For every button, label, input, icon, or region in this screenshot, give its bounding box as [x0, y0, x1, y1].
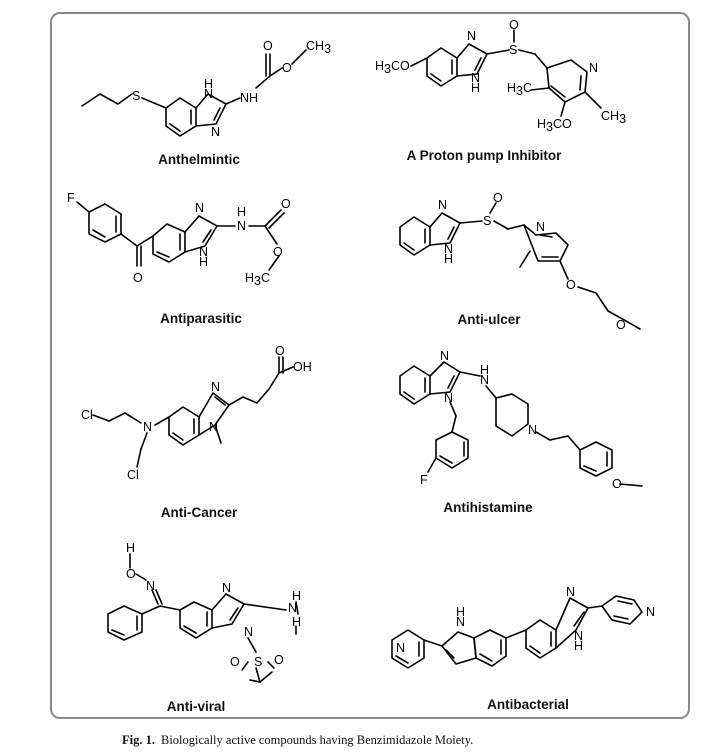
atom-F: F [67, 191, 75, 205]
atom-H: H [199, 255, 208, 269]
atom-H: H [237, 205, 246, 219]
atom-F: F [420, 473, 428, 487]
structure-anti-viral: H O N N N H N H O S O [107, 541, 301, 683]
atom-H: H [444, 252, 453, 266]
atom-O: O [273, 245, 283, 259]
atom-Cl: Cl [127, 468, 139, 482]
atom-H: H [292, 615, 301, 629]
atom-N: N [467, 29, 476, 43]
structure-antibacterial: N N H N N N H [391, 585, 655, 669]
atom-N: N [574, 629, 583, 643]
atom-N: N [444, 242, 453, 256]
atom-NH: NH [240, 91, 258, 105]
atom-O: O [282, 61, 292, 75]
atom-O: O [281, 197, 291, 211]
atom-H3C: H3C [245, 271, 270, 288]
atom-O: O [230, 655, 240, 669]
atom-O: O [612, 477, 622, 491]
atom-N: N [199, 245, 208, 259]
label-antibacterial: Antibacterial [487, 697, 569, 712]
atom-N: N [471, 71, 480, 85]
atom-N: N [646, 605, 655, 619]
atom-N: N [444, 391, 453, 405]
atom-H3CO: H3CO [537, 117, 572, 134]
atom-O: O [274, 653, 284, 667]
atom-N: N [211, 380, 220, 394]
atom-H: H [480, 363, 489, 377]
label-proton-pump-inhibitor: A Proton pump Inhibitor [406, 148, 562, 163]
label-anti-ulcer: Anti-ulcer [457, 312, 521, 327]
atom-O: O [263, 39, 273, 53]
atom-N: N [211, 125, 220, 139]
atom-N: N [209, 420, 218, 434]
structure-proton-pump-inhibitor: H3CO N N H S O N H3C H3CO CH3 [375, 18, 626, 134]
structure-anti-ulcer: N N H S O N O O [399, 191, 641, 332]
figure-caption: Fig. 1. Biologically active compounds hav… [122, 733, 473, 748]
atom-N: N [396, 641, 405, 655]
atom-N: N [480, 373, 489, 387]
atom-S: S [132, 89, 140, 103]
structure-anthelmintic: S H N N NH O O CH3 [81, 39, 331, 139]
label-anti-cancer: Anti-Cancer [160, 505, 238, 520]
caption-text: Biologically active compounds having Ben… [160, 733, 474, 747]
figure-frame [50, 12, 690, 719]
structure-antihistamine: N N H N N F O [399, 349, 643, 491]
atom-N: N [143, 420, 152, 434]
atom-Cl: Cl [81, 408, 93, 422]
atom-O: O [509, 18, 519, 32]
atom-N: N [566, 585, 575, 599]
atom-O: O [493, 191, 503, 205]
atom-N: N [456, 615, 465, 629]
atom-H: H [126, 541, 135, 555]
atom-H: H [204, 77, 213, 91]
atom-O: O [616, 318, 626, 332]
atom-O: O [133, 271, 143, 285]
atom-S: S [254, 655, 262, 669]
atom-N: N [536, 220, 545, 234]
caption-number: Fig. 1. [122, 733, 155, 747]
atom-H: H [292, 589, 301, 603]
label-antihistamine: Antihistamine [443, 500, 533, 515]
atom-H3CO: H3CO [375, 59, 410, 76]
atom-O: O [275, 344, 285, 358]
atom-N: N [222, 581, 231, 595]
atom-N: N [244, 625, 253, 639]
label-anti-viral: Anti-viral [166, 699, 226, 714]
atom-N: N [237, 219, 246, 233]
atom-S: S [509, 43, 517, 57]
atom-H: H [471, 81, 480, 95]
atom-N: N [204, 87, 213, 101]
structure-antiparasitic: F O N N H H N O O H3C [67, 191, 291, 288]
atom-O: O [566, 278, 576, 292]
atom-N: N [288, 601, 297, 615]
label-anthelmintic: Anthelmintic [158, 152, 240, 167]
atom-N: N [195, 201, 204, 215]
atom-H3C: H3C [507, 81, 532, 98]
atom-OH: OH [293, 360, 312, 374]
atom-H: H [456, 605, 465, 619]
label-antiparasitic: Antiparasitic [160, 311, 242, 326]
atom-O: O [126, 567, 136, 581]
atom-N: N [589, 61, 598, 75]
atom-N: N [438, 198, 447, 212]
atom-S: S [483, 214, 491, 228]
atom-CH3: CH3 [306, 39, 331, 56]
atom-N: N [528, 423, 537, 437]
atom-N: N [146, 579, 155, 593]
structure-anti-cancer: Cl N Cl N N O OH [81, 344, 312, 482]
atom-N: N [440, 349, 449, 363]
atom-H: H [574, 639, 583, 653]
atom-CH3: CH3 [601, 109, 626, 126]
